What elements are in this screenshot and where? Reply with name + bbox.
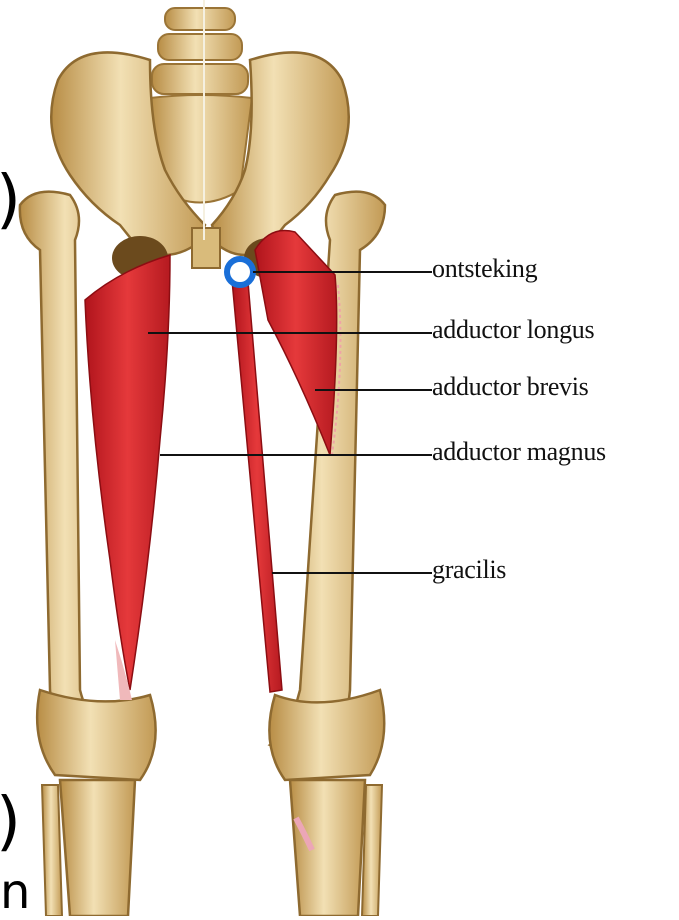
adductor-magnus-muscle-left xyxy=(85,255,170,690)
right-fibula xyxy=(362,785,382,916)
adductor-brevis-muscle xyxy=(255,230,337,455)
edge-letter-bottom: n xyxy=(0,868,30,916)
left-fibula xyxy=(42,785,62,916)
right-tibia xyxy=(290,780,365,916)
gracilis-muscle xyxy=(232,280,282,692)
label-adductor-magnus: adductor magnus xyxy=(432,439,606,465)
edge-paren-bottom: ) xyxy=(0,790,21,854)
label-ontsteking: ontsteking xyxy=(432,256,537,282)
edge-paren-top: ) xyxy=(0,168,21,232)
left-knee xyxy=(37,690,155,780)
label-adductor-brevis: adductor brevis xyxy=(432,374,589,400)
left-tibia xyxy=(60,780,135,916)
inflammation-marker xyxy=(227,259,253,285)
label-adductor-longus: adductor longus xyxy=(432,317,594,343)
right-knee xyxy=(269,690,384,780)
label-gracilis: gracilis xyxy=(432,557,506,583)
